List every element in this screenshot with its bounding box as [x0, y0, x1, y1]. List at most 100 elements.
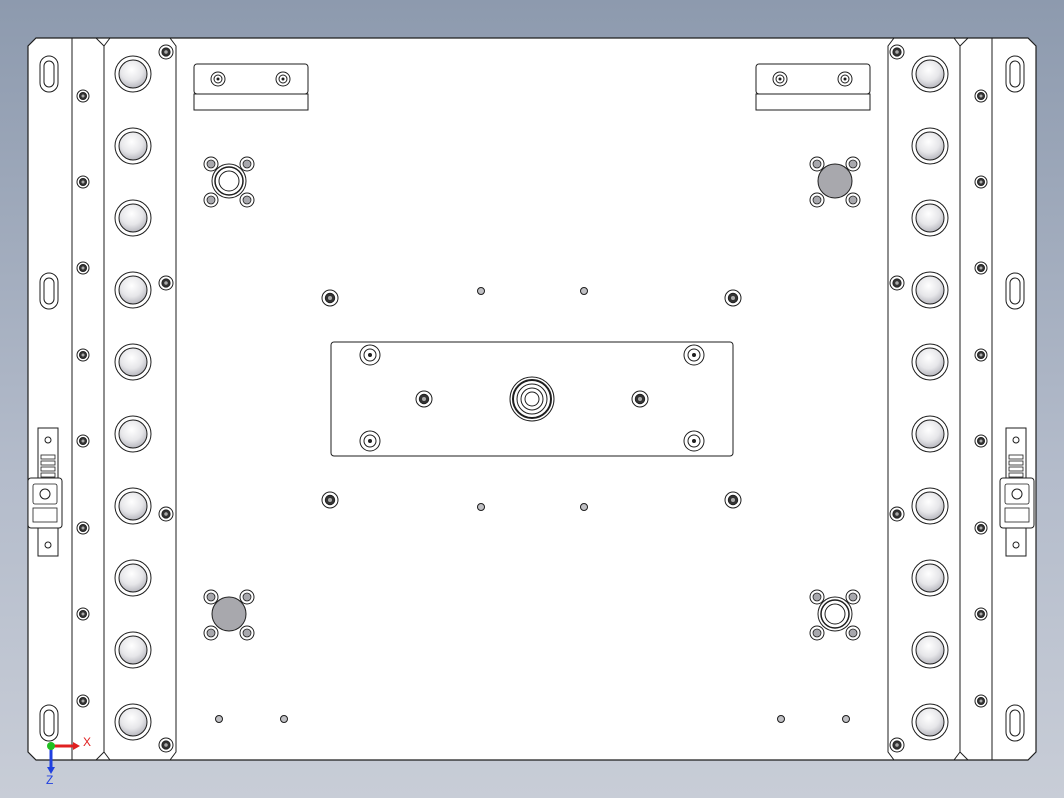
- edge-bolt: [158, 737, 174, 753]
- rail-screw: [974, 261, 988, 275]
- guide-bushing-ring: [203, 156, 255, 208]
- ball-plunger: [911, 631, 949, 669]
- bushing-core: [211, 596, 247, 632]
- coordinate-triad: X Z: [46, 735, 91, 787]
- triad-z-label: Z: [46, 773, 53, 787]
- side-slot-holes: [39, 55, 1025, 742]
- left-latch: [27, 427, 63, 557]
- slot-hole: [1005, 704, 1025, 742]
- ball-plunger: [911, 343, 949, 381]
- rail-edge-bolts: [158, 44, 905, 753]
- edge-bolt: [158, 275, 174, 291]
- mounting-holes: [215, 287, 850, 723]
- rail-screw: [974, 694, 988, 708]
- rail-screw: [76, 348, 90, 362]
- rail-screw: [974, 434, 988, 448]
- ball-plunger: [911, 271, 949, 309]
- slot-hole: [1005, 272, 1025, 310]
- rail-screw: [974, 175, 988, 189]
- slot-hole: [39, 55, 59, 93]
- rail-screw: [76, 694, 90, 708]
- ball-plunger: [114, 271, 152, 309]
- ball-plunger: [911, 415, 949, 453]
- left-rail-group: [71, 37, 177, 761]
- rail-screw: [76, 89, 90, 103]
- right-rail-screw-column: [974, 89, 988, 708]
- ball-plunger: [911, 703, 949, 741]
- ball-plunger: [114, 55, 152, 93]
- top-right-bracket: [755, 63, 871, 111]
- small-hole: [280, 715, 288, 723]
- small-hole: [842, 715, 850, 723]
- edge-bolt: [889, 44, 905, 60]
- ball-plunger: [114, 631, 152, 669]
- rail-screw: [974, 521, 988, 535]
- ball-plunger: [911, 487, 949, 525]
- ejector-bolt: [321, 491, 339, 509]
- triad-origin: [47, 742, 55, 750]
- bracket-screw: [210, 71, 226, 87]
- side-latches: [27, 427, 1035, 557]
- ejector-bolt: [321, 289, 339, 307]
- ball-plunger: [114, 703, 152, 741]
- ball-plunger: [114, 199, 152, 237]
- rail-screw: [76, 607, 90, 621]
- slot-hole: [1005, 55, 1025, 93]
- rail-screw: [974, 89, 988, 103]
- ball-plunger: [114, 127, 152, 165]
- bracket-screw: [837, 71, 853, 87]
- rail-screw: [76, 434, 90, 448]
- slot-hole: [39, 272, 59, 310]
- dowel-pin: [415, 390, 433, 408]
- guide-pin-bushing: [203, 589, 255, 641]
- ball-plunger: [911, 55, 949, 93]
- top-left-bracket: [193, 63, 309, 111]
- right-ball-plunger-column: [911, 55, 949, 741]
- rail-screw: [974, 607, 988, 621]
- left-ball-plunger-column: [114, 55, 152, 741]
- small-hole: [580, 503, 588, 511]
- rail-screw: [76, 175, 90, 189]
- triad-x-arrowhead: [73, 742, 80, 750]
- center-plate-features: [359, 344, 705, 452]
- ball-plunger: [114, 487, 152, 525]
- dowel-pin: [631, 390, 649, 408]
- small-hole: [477, 503, 485, 511]
- edge-bolt: [889, 275, 905, 291]
- bracket-screw: [772, 71, 788, 87]
- right-latch: [999, 427, 1035, 557]
- bracket-screw: [275, 71, 291, 87]
- ball-plunger: [114, 415, 152, 453]
- plate-screw: [359, 430, 381, 452]
- slot-hole: [39, 704, 59, 742]
- bushing-core: [817, 163, 853, 199]
- guide-pin-bushing: [809, 156, 861, 208]
- plate-screw: [683, 430, 705, 452]
- sprue-bushing: [509, 376, 555, 422]
- plate-screw: [683, 344, 705, 366]
- triad-z-arrowhead: [47, 767, 55, 774]
- right-rail-group: [887, 37, 993, 761]
- ejector-bolt: [724, 491, 742, 509]
- left-rail-screw-column: [76, 89, 90, 708]
- small-hole: [477, 287, 485, 295]
- triad-x-label: X: [83, 735, 91, 749]
- small-hole: [777, 715, 785, 723]
- ball-plunger: [911, 199, 949, 237]
- rail-screw: [974, 348, 988, 362]
- ball-plunger: [114, 343, 152, 381]
- guide-bushing-ring: [809, 589, 861, 641]
- rail-screw: [76, 261, 90, 275]
- edge-bolt: [158, 44, 174, 60]
- ball-plunger: [114, 559, 152, 597]
- plate-screw: [359, 344, 381, 366]
- small-hole: [215, 715, 223, 723]
- guide-bushing-groups: [203, 156, 861, 641]
- ball-plunger: [911, 127, 949, 165]
- bracket-screws: [210, 71, 853, 87]
- ball-plunger: [911, 559, 949, 597]
- rail-screw: [76, 521, 90, 535]
- edge-bolt: [889, 506, 905, 522]
